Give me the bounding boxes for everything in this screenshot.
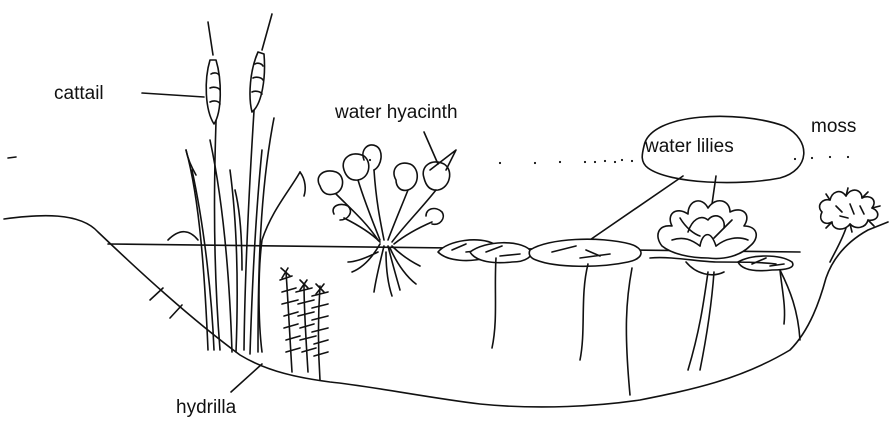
hyacinth-leader	[424, 132, 438, 164]
water-hyacinth-plant	[318, 145, 456, 296]
stray-mark	[8, 157, 16, 158]
label-cattail: cattail	[54, 84, 104, 103]
moss-plant	[820, 188, 880, 262]
cattail-leader	[142, 93, 204, 97]
label-water-lilies: water lilies	[645, 137, 734, 156]
hydrilla-plant	[280, 268, 328, 380]
lily-pads	[438, 239, 793, 360]
label-water-hyacinth: water hyacinth	[335, 103, 458, 122]
label-moss: moss	[811, 117, 856, 136]
water-lily-flower	[650, 201, 776, 370]
hydrilla-leader	[231, 364, 262, 392]
label-hydrilla: hydrilla	[176, 398, 236, 417]
left-bank-hatch	[150, 288, 182, 318]
